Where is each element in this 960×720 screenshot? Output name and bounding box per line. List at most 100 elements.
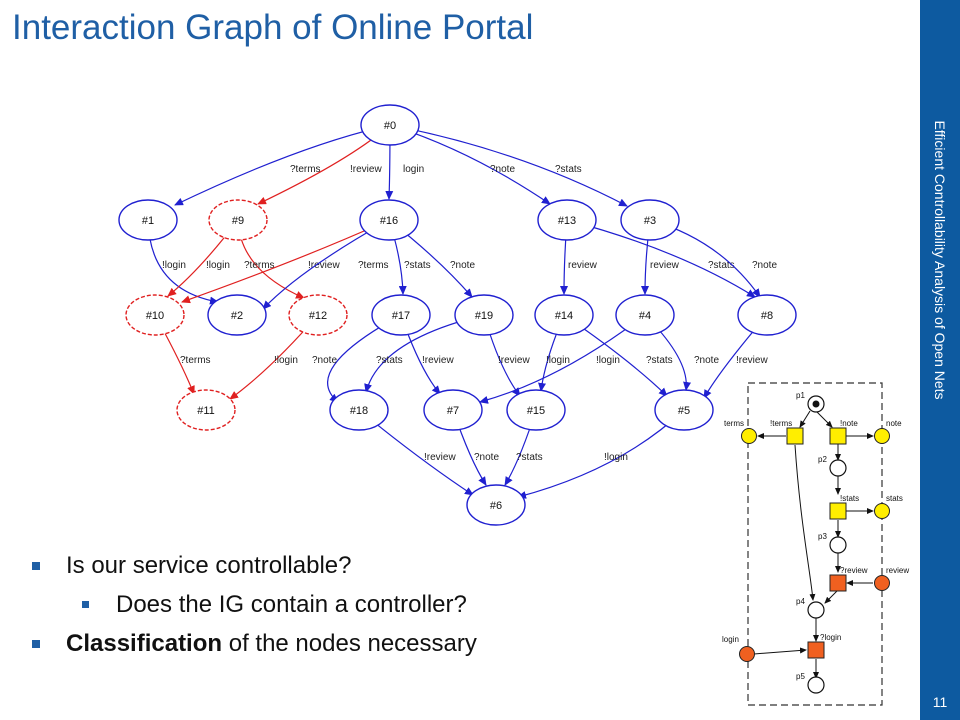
- interface-place-label: login: [722, 635, 739, 644]
- petri-net-border: [747, 382, 883, 706]
- petri-transition-label: ?login: [820, 633, 841, 642]
- ig-node-label: #4: [639, 310, 651, 322]
- ig-edge-label: ?stats: [708, 260, 735, 271]
- ig-node-label: #2: [231, 310, 243, 322]
- petri-transition: [829, 502, 847, 520]
- slide-title: Interaction Graph of Online Portal: [12, 8, 534, 47]
- ig-node-label: #18: [350, 405, 368, 417]
- petri-place-label: p1: [796, 391, 805, 400]
- petri-transition: [786, 427, 804, 445]
- ig-node-label: #16: [380, 215, 398, 227]
- ig-edge-label: ?terms: [180, 355, 211, 366]
- ig-edge-label: review: [568, 260, 598, 271]
- ig-edge-label: review: [650, 260, 680, 271]
- ig-node: [423, 389, 483, 431]
- ig-edge-label: ?note: [450, 260, 475, 271]
- ig-edge-label: !review: [308, 260, 340, 271]
- ig-edge-label: !login: [274, 355, 298, 366]
- petri-transition-label: !note: [840, 419, 858, 428]
- ig-node-label: #14: [555, 310, 573, 322]
- ig-edge: [389, 124, 628, 207]
- petri-place-label: p3: [818, 532, 827, 541]
- ig-edge-label: ?terms: [290, 164, 321, 175]
- interface-place: [874, 503, 890, 519]
- ig-edge-label: ?stats: [376, 355, 403, 366]
- petri-transition: [829, 574, 847, 592]
- ig-edge-label: !login: [162, 260, 186, 271]
- ig-edge-label: !review: [736, 355, 768, 366]
- ig-edge-label: ?note: [694, 355, 719, 366]
- interaction-graph: ?terms !review login ?note ?stats !login !logi…: [118, 104, 909, 706]
- ig-edge-label: !review: [424, 452, 456, 463]
- ig-edge-label: ?note: [752, 260, 777, 271]
- petri-token: [812, 400, 820, 408]
- petri-place: [829, 459, 847, 477]
- interface-place-label: stats: [886, 494, 903, 503]
- interface-place: [874, 428, 890, 444]
- petri-transition-label: !terms: [770, 419, 792, 428]
- petri-arc: [824, 589, 839, 604]
- petri-place: [807, 601, 825, 619]
- ig-node-label: #10: [146, 310, 164, 322]
- ig-edge-label: ?stats: [404, 260, 431, 271]
- ig-node: [360, 104, 420, 146]
- bullet-item: Classification of the nodes necessary: [30, 630, 477, 658]
- ig-node: [620, 199, 680, 241]
- ig-node: [125, 294, 185, 336]
- ig-node: [207, 294, 267, 336]
- petri-place-label: p4: [796, 597, 805, 606]
- ig-edge-label: !review: [422, 355, 454, 366]
- ig-edge-label: !login: [206, 260, 230, 271]
- interface-place: [874, 575, 890, 591]
- petri-arc: [815, 410, 833, 428]
- interface-place-label: terms: [724, 419, 744, 428]
- ig-node: [359, 199, 419, 241]
- ig-node: [208, 199, 268, 241]
- ig-node-label: #9: [232, 215, 244, 227]
- bullet-item: Does the IG contain a controller?: [30, 591, 477, 619]
- bullet-item: Is our service controllable?: [30, 552, 477, 580]
- ig-node: [454, 294, 514, 336]
- ig-node: [176, 389, 236, 431]
- ig-edge-label: ?note: [474, 452, 499, 463]
- ig-edge-label: ?note: [312, 355, 337, 366]
- bullet-marker: [82, 601, 89, 608]
- ig-node-label: #8: [761, 310, 773, 322]
- ig-node: [615, 294, 675, 336]
- ig-node: [737, 294, 797, 336]
- petri-transition: [807, 641, 825, 659]
- ig-node: [329, 389, 389, 431]
- page-number: 11: [932, 694, 948, 710]
- ig-node-label: #12: [309, 310, 327, 322]
- petri-arc: [794, 444, 816, 601]
- petri-arc: [799, 410, 811, 428]
- interface-place-label: note: [886, 419, 902, 428]
- ig-edge-label: !login: [604, 452, 628, 463]
- ig-node-label: #15: [527, 405, 545, 417]
- ig-node-label: #1: [142, 215, 154, 227]
- ig-node: [534, 294, 594, 336]
- ig-node: [118, 199, 178, 241]
- petri-arc: [753, 647, 807, 655]
- ig-node: [506, 389, 566, 431]
- ig-node-label: #17: [392, 310, 410, 322]
- ig-edge-label: ?note: [490, 164, 515, 175]
- interface-place-label: review: [886, 566, 909, 575]
- petri-place-label: p2: [818, 455, 827, 464]
- ig-node: [537, 199, 597, 241]
- petri-transition-label: !stats: [840, 494, 859, 503]
- ig-node-label: #3: [644, 215, 656, 227]
- interface-place: [739, 646, 755, 662]
- petri-place-label: p5: [796, 672, 805, 681]
- petri-place: [829, 536, 847, 554]
- ig-node: [288, 294, 348, 336]
- ig-edge-label: !review: [350, 164, 382, 175]
- ig-edge-label: ?stats: [646, 355, 673, 366]
- ig-edge-label: ?stats: [516, 452, 543, 463]
- ig-node-label: #13: [558, 215, 576, 227]
- ig-edge-label: ?terms: [244, 260, 275, 271]
- ig-node-label: #6: [490, 500, 502, 512]
- sidebar-bar: [920, 0, 960, 720]
- ig-edge-label: ?stats: [555, 164, 582, 175]
- petri-place: [807, 676, 825, 694]
